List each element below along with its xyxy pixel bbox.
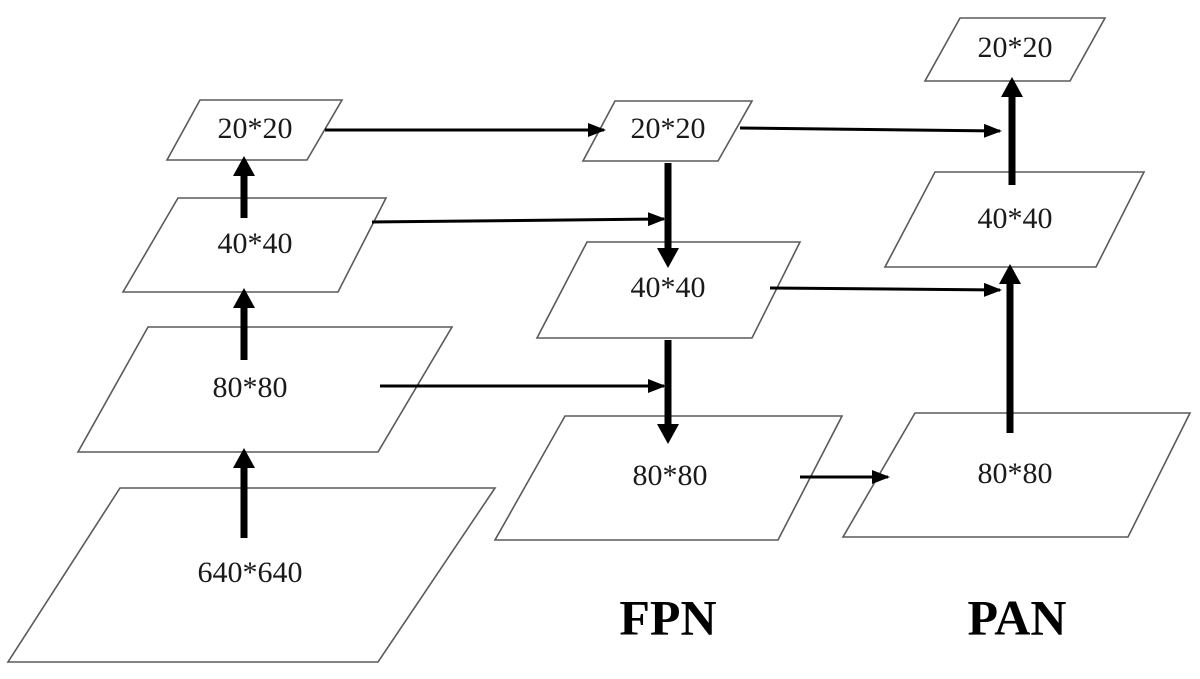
backbone-label-640: 640*640 — [198, 556, 303, 589]
backbone-label-80: 80*80 — [213, 371, 288, 404]
pan-label-20: 20*20 — [978, 31, 1053, 64]
pan-plane-80 — [841, 412, 1192, 538]
section-label-fpn: FPN — [619, 589, 716, 645]
pan-plane-20 — [923, 17, 1107, 82]
pan-arrows — [999, 77, 1023, 433]
backbone-plane-20 — [165, 99, 344, 161]
fpn-plane-80 — [493, 415, 844, 541]
fpn-plane-40 — [535, 241, 802, 339]
backbone-plane-40 — [121, 197, 388, 293]
backbone-plane-640 — [6, 487, 497, 663]
pan-plane-40 — [883, 171, 1146, 268]
arrow-fpn-to-pan-20 — [739, 123, 1002, 138]
arrow-lateral-40 — [371, 212, 666, 227]
arrow-fpn-to-pan-40 — [769, 282, 1002, 297]
lateral-arrows-fpn-pan — [739, 123, 1002, 484]
pan-label-40: 40*40 — [978, 202, 1053, 235]
fpn-plane-20 — [581, 100, 754, 162]
lateral-arrows-backbone-fpn — [325, 123, 666, 393]
fpn-label-40: 40*40 — [631, 271, 706, 304]
pan-column: 20*20 40*40 80*80 — [841, 17, 1192, 538]
pan-label-80: 80*80 — [978, 457, 1053, 490]
backbone-plane-80 — [76, 326, 454, 453]
fpn-label-80: 80*80 — [633, 459, 708, 492]
backbone-label-40: 40*40 — [218, 227, 293, 260]
section-label-pan: PAN — [967, 589, 1066, 645]
fpn-label-20: 20*20 — [631, 112, 706, 145]
fpn-column: 20*20 40*40 80*80 — [493, 100, 844, 541]
backbone-column: 640*640 80*80 40*40 20*20 — [6, 99, 497, 663]
backbone-label-20: 20*20 — [218, 112, 293, 145]
